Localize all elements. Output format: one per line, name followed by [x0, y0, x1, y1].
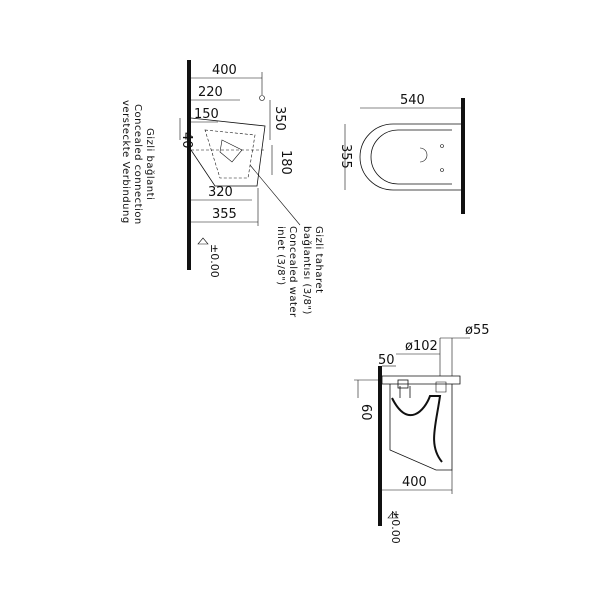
connection-label-tr: Gizli bağlanti: [144, 128, 156, 200]
dim-400: 400: [212, 63, 237, 78]
dim-355: 355: [338, 144, 353, 169]
dim-40: 40: [179, 132, 194, 149]
connection-point: [259, 95, 265, 101]
inlet-label-en-2: inlet (3/8"): [275, 226, 286, 286]
bowl-outline: [190, 117, 266, 187]
connection-label-de: versteckte Verbindung: [120, 100, 131, 224]
side-view: 400 220 150 350 40 180 320 355 ±0.00 Giz…: [120, 60, 324, 318]
fixing-detail: [219, 139, 243, 163]
level-label: ±0.00: [208, 244, 221, 278]
leader-line: [249, 164, 301, 226]
outlet-detail: [419, 147, 428, 163]
dim-540: 540: [400, 93, 425, 108]
level-marker-icon: [387, 511, 399, 519]
dim-150: 150: [194, 107, 219, 122]
siphon-thick: [391, 395, 443, 463]
dim-320: 320: [208, 185, 233, 200]
body-outline: [389, 384, 453, 471]
connection-box: [397, 379, 409, 389]
inlet-label-tr-2: bağlantısı (3/8"): [301, 226, 313, 315]
fixing-hole: [440, 168, 444, 172]
dim-55: ø55: [465, 323, 490, 338]
level-marker-icon: [197, 237, 209, 245]
fixing-hole: [440, 144, 444, 148]
bowl-inner: [370, 129, 452, 185]
dim-180: 180: [278, 150, 293, 175]
dim-350: 350: [272, 106, 287, 131]
dim-220: 220: [198, 85, 223, 100]
section-view: ø55 ø102 50 60 400 ±0.00: [354, 323, 490, 544]
dim-60: 60: [358, 404, 373, 421]
dim-50: 50: [378, 353, 395, 368]
level-label: ±0.00: [389, 510, 402, 544]
bowl-hidden-lines: [204, 129, 256, 179]
top-slab: [381, 375, 461, 385]
flush-detail: [435, 381, 447, 393]
dim-400: 400: [402, 475, 427, 490]
dim-355: 355: [212, 207, 237, 222]
wall: [378, 366, 382, 526]
inlet-label-tr-1: Gizli taharet: [313, 226, 324, 294]
bowl-outer: [359, 123, 461, 191]
inlet-label-en-1: Concealed water: [287, 226, 298, 318]
wall: [187, 60, 191, 270]
top-view: 540 355: [338, 93, 465, 214]
dim-102: ø102: [405, 339, 438, 354]
connection-label-en: Concealed connection: [132, 104, 143, 225]
wall: [461, 98, 465, 214]
